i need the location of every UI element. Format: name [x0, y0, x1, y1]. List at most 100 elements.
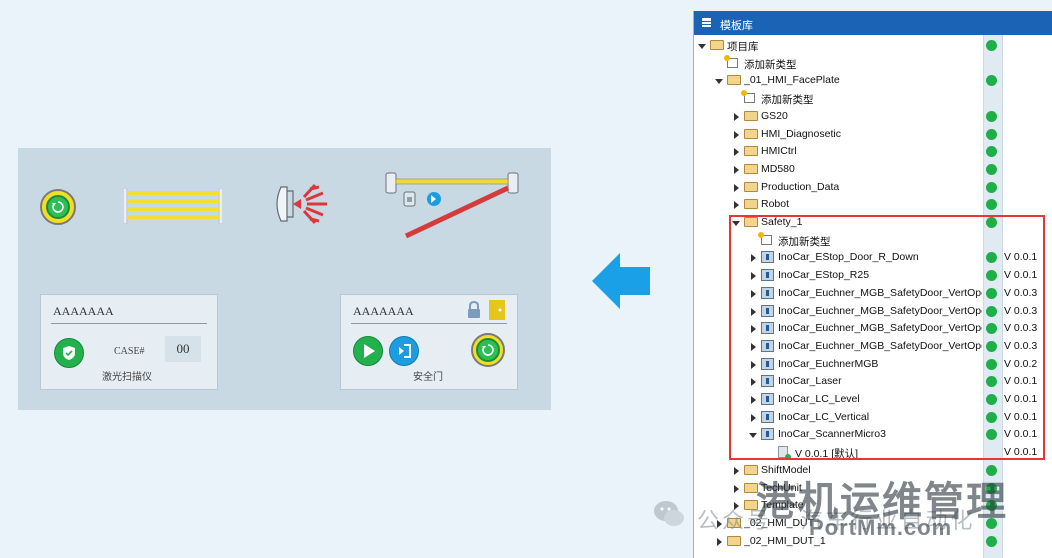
light-curtain-icon[interactable] [123, 188, 223, 224]
faceplate-type-icon [761, 286, 774, 299]
expand-arrow-icon[interactable] [734, 201, 739, 210]
expand-arrow-icon[interactable] [751, 378, 756, 387]
status-dot [986, 181, 997, 193]
status-dot [986, 376, 997, 388]
expand-arrow-icon[interactable] [734, 183, 739, 192]
shield-icon[interactable] [54, 338, 84, 368]
tree-row[interactable]: 添加新类型 [694, 90, 1052, 108]
folder-icon [744, 110, 758, 121]
expand-arrow-icon[interactable] [734, 502, 739, 511]
expand-arrow-icon[interactable] [734, 484, 739, 493]
collapse-arrow-icon[interactable] [715, 79, 723, 85]
tree-row[interactable]: _01_HMI_FacePlate [694, 72, 1052, 90]
lock-icon[interactable] [466, 301, 482, 319]
expand-arrow-icon[interactable] [734, 466, 739, 475]
faceplate-type-icon [761, 322, 774, 335]
tree-row[interactable]: V 0.0.1 [默认]V 0.0.1 [694, 444, 1052, 462]
arrow-left-icon [592, 253, 650, 309]
name-underline [351, 323, 507, 324]
tree-row[interactable]: MD580 [694, 161, 1052, 179]
estop-icon[interactable] [40, 189, 76, 225]
status-dot [986, 411, 997, 423]
enter-door-button[interactable] [389, 336, 419, 366]
tree-row-label: _02_HMI_DUT [744, 516, 815, 529]
tree-row[interactable]: Template [694, 497, 1052, 515]
add-type-icon [741, 90, 755, 104]
faceplate-type-icon [761, 410, 774, 423]
faceplate-type-icon [761, 375, 774, 388]
tree-row-label: HMI_Diagnosetic [761, 127, 841, 140]
expand-arrow-icon[interactable] [751, 342, 756, 351]
version-text: V 0.0.2 [1004, 357, 1038, 370]
expand-arrow-icon[interactable] [751, 325, 756, 334]
watermark-url: PortMm.com [809, 515, 953, 540]
expand-arrow-icon[interactable] [751, 307, 756, 316]
laser-scanner-icon[interactable] [271, 181, 341, 227]
tree-row[interactable]: Production_Data [694, 179, 1052, 197]
expand-arrow-icon[interactable] [751, 396, 756, 404]
expand-arrow-icon[interactable] [751, 360, 756, 369]
version-text: V 0.0.3 [1004, 286, 1038, 299]
case-value-field[interactable]: 00 [165, 336, 201, 362]
expand-arrow-icon[interactable] [751, 289, 756, 298]
expand-arrow-icon[interactable] [734, 148, 739, 157]
status-dot [986, 110, 997, 122]
status-dot [986, 394, 997, 405]
expand-arrow-icon[interactable] [751, 413, 756, 422]
expand-arrow-icon[interactable] [717, 519, 722, 528]
tree-row[interactable]: Safety_1 [694, 214, 1052, 232]
version-text: V 0.0.3 [1004, 322, 1038, 335]
expand-arrow-icon[interactable] [751, 272, 756, 281]
faceplate-type-icon [761, 357, 774, 370]
tree-row-label: InoCar_Euchner_MGB_SafetyDoor_VertOpe [778, 286, 982, 299]
tree-row[interactable]: 添加新类型 [694, 54, 1052, 73]
tree-row-label: InoCar_Laser [778, 375, 842, 388]
status-dot [986, 305, 997, 317]
tree-row[interactable]: InoCar_Euchner_MGB_SafetyDoor_VertOpe V 0… [694, 285, 1052, 303]
play-button[interactable] [353, 336, 383, 366]
tree-row[interactable]: _02_HMI_DUT [694, 515, 1052, 533]
tree-row[interactable]: 项目库 [694, 37, 1052, 55]
collapse-arrow-icon[interactable] [698, 44, 706, 49]
expand-arrow-icon[interactable] [751, 254, 756, 263]
expand-arrow-icon[interactable] [734, 130, 739, 139]
safety-door-icon[interactable] [384, 170, 522, 242]
tree-row[interactable]: Robot [694, 196, 1052, 214]
expand-arrow-icon[interactable] [734, 112, 739, 121]
tree-row[interactable]: ShiftModel [694, 462, 1052, 480]
version-text: V 0.0.3 [1004, 339, 1038, 352]
collapse-arrow-icon[interactable] [749, 433, 757, 439]
tree-row[interactable]: GS20 [694, 108, 1052, 126]
tree-row[interactable]: TechUnit [694, 480, 1052, 498]
tree-row[interactable]: HMICtrl [694, 143, 1052, 161]
expand-arrow-icon[interactable] [734, 165, 739, 174]
reset-estop-button[interactable] [471, 333, 505, 367]
status-dot [986, 252, 997, 264]
faceplate-type-icon [761, 269, 774, 282]
watermark-subtitle: 公众号 · 汽车行业自动化 [697, 508, 976, 533]
watermark-title: 港机运维管理 [756, 480, 1008, 524]
expand-arrow-icon[interactable] [717, 537, 722, 546]
panel-name-text: AAAAAAA [53, 304, 114, 318]
status-dot [986, 517, 997, 529]
tree-row-label: InoCar_LC_Level [778, 393, 860, 405]
collapse-arrow-icon[interactable] [732, 221, 740, 226]
tree-row-label: HMICtrl [761, 145, 797, 158]
name-underline [51, 323, 207, 324]
tree-row[interactable]: HMI_Diagnosetic [694, 126, 1052, 144]
tree-row[interactable]: _02_HMI_DUT_1 [694, 533, 1052, 551]
tree-row[interactable]: 添加新类型 [694, 231, 1052, 250]
folder-icon [727, 517, 741, 528]
door-status-icon[interactable] [489, 300, 505, 320]
